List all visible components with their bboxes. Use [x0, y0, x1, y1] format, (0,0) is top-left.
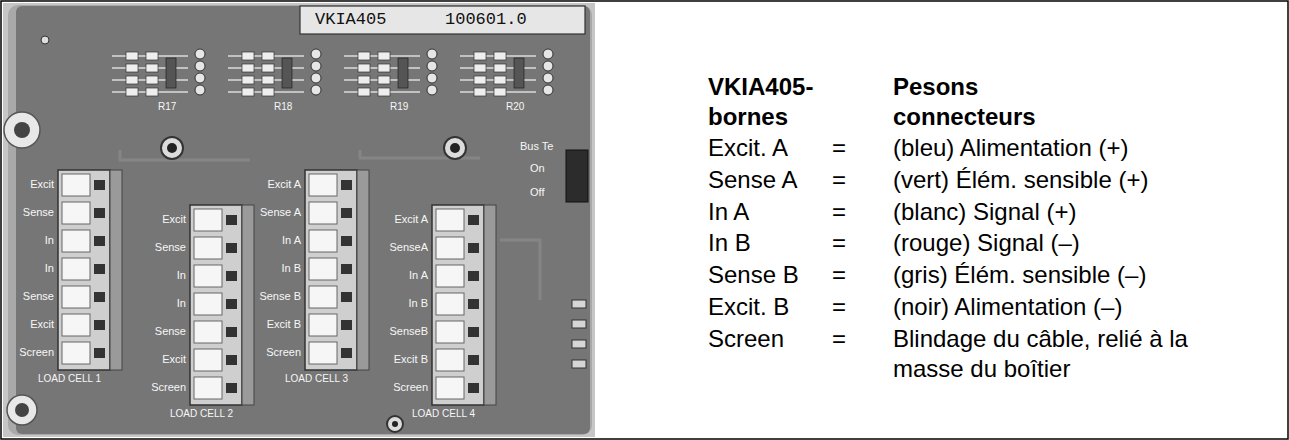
terminal-name: In A [708, 197, 749, 227]
wire-description: (gris) Élém. sensible (–) [893, 260, 1146, 290]
equals-sign: = [832, 324, 846, 354]
table-header: VKIA405- bornes [708, 72, 833, 132]
resistor-label: R17 [158, 101, 176, 113]
terminal-label: In A [378, 269, 428, 282]
resistor-label: R18 [274, 101, 292, 113]
terminal-label: SenseA [378, 241, 428, 254]
wire-description: Blindage du câble, relié à la masse du b… [893, 324, 1223, 384]
equals-sign: = [832, 292, 846, 322]
resistor-label: R20 [506, 101, 524, 113]
terminal-label: In [4, 234, 54, 247]
terminal-name: In B [708, 228, 751, 258]
terminal-name: Sense B [708, 260, 799, 290]
terminal-label: In A [251, 234, 301, 247]
terminal-name: Screen [708, 324, 784, 354]
circuit-board [16, 6, 590, 434]
terminal-label: In [4, 262, 54, 275]
terminal-label: Screen [4, 346, 54, 359]
terminal-label: Sense B [251, 290, 301, 303]
wire-description: (blanc) Signal (+) [893, 197, 1076, 227]
terminal-label: In [136, 269, 186, 282]
terminal-label: Screen [251, 346, 301, 359]
board-marking: 100601.0 [445, 10, 527, 30]
terminal-label: Screen [136, 381, 186, 394]
terminal-label: Sense [4, 206, 54, 219]
block-label: LOAD CELL 4 [412, 408, 475, 420]
board-marking: VKIA405 [315, 10, 386, 30]
terminal-label: Sense [136, 325, 186, 338]
terminal-name: Sense A [708, 165, 797, 195]
wire-description: (vert) Élém. sensible (+) [893, 165, 1148, 195]
terminal-label: Excit B [378, 353, 428, 366]
block-label: LOAD CELL 2 [170, 408, 233, 420]
terminal-label: Sense [136, 241, 186, 254]
equals-sign: = [832, 133, 846, 163]
switch-label: Off [530, 186, 544, 199]
terminal-label: Excit [136, 213, 186, 226]
terminal-label: Excit A [378, 213, 428, 226]
equals-sign: = [832, 228, 846, 258]
terminal-label: Excit [4, 318, 54, 331]
wire-description: (bleu) Alimentation (+) [893, 133, 1128, 163]
switch-label: On [530, 162, 545, 175]
terminal-name: Excit. B [708, 292, 789, 322]
wire-description: (rouge) Signal (–) [893, 228, 1080, 258]
resistor-label: R19 [390, 101, 408, 113]
equals-sign: = [832, 260, 846, 290]
smd-parts [572, 300, 586, 368]
switch-label: Bus Te [520, 140, 553, 153]
mounting-ear [4, 112, 40, 425]
label-plate [300, 6, 585, 34]
dip-switch [566, 150, 588, 202]
equals-sign: = [832, 197, 846, 227]
equals-sign: = [832, 165, 846, 195]
terminal-label: SenseB [378, 325, 428, 338]
block-label: LOAD CELL 1 [38, 373, 101, 385]
terminal-label: Excit A [251, 178, 301, 191]
block-label: LOAD CELL 3 [285, 373, 348, 385]
terminal-label: Excit B [251, 318, 301, 331]
photo-ground [3, 3, 595, 437]
terminal-label: Screen [378, 381, 428, 394]
terminal-label: In B [378, 297, 428, 310]
terminal-label: Excit [4, 178, 54, 191]
terminal-label: Sense [4, 290, 54, 303]
table-header: Pesons connecteurs [893, 72, 1058, 132]
terminal-block [58, 170, 496, 405]
terminal-label: In B [251, 262, 301, 275]
terminal-label: In [136, 297, 186, 310]
terminal-name: Excit. A [708, 133, 788, 163]
terminal-label: Excit [136, 353, 186, 366]
mounting-hole [41, 36, 466, 432]
housing [8, 5, 592, 435]
terminal-label: Sense A [251, 206, 301, 219]
wire-description: (noir) Alimentation (–) [893, 292, 1122, 322]
resistor-array [112, 49, 553, 96]
